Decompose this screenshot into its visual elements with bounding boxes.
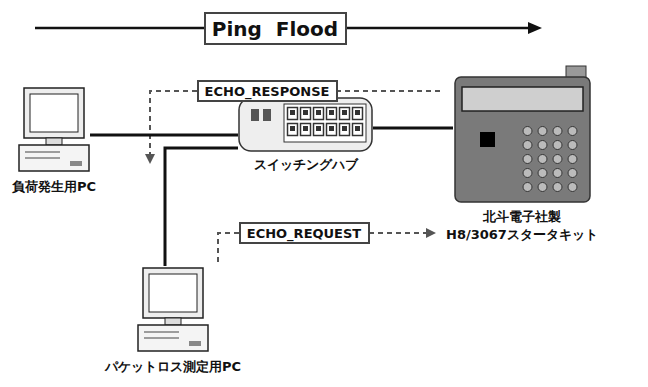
network-cable bbox=[90, 134, 238, 137]
message-box: ECHO_REQUEST bbox=[239, 222, 370, 244]
pc-icon bbox=[19, 88, 89, 171]
pc-icon bbox=[138, 268, 208, 351]
hub-node: スイッチングハブ bbox=[238, 97, 373, 152]
network-cable bbox=[165, 148, 238, 266]
network-cable bbox=[373, 127, 453, 130]
box-label: ECHO_REQUEST bbox=[247, 226, 361, 241]
device-label: パケットロス測定用PC bbox=[105, 358, 241, 376]
device-label: 負荷発生用PC bbox=[12, 178, 96, 196]
pc-node: 負荷発生用PC bbox=[18, 86, 90, 174]
pc-node: パケットロス測定用PC bbox=[137, 266, 209, 354]
box-label: ECHO_RESPONSE bbox=[205, 84, 330, 99]
board-device bbox=[455, 66, 590, 202]
message-box: ECHO_RESPONSE bbox=[197, 80, 338, 102]
device-label: 北斗電子社製 H8/3067スタータキット bbox=[435, 208, 610, 243]
box-label: Ping Flood bbox=[212, 17, 338, 41]
device-label: スイッチングハブ bbox=[254, 156, 358, 174]
device-node: 北斗電子社製 H8/3067スタータキット bbox=[453, 66, 591, 204]
hub-icon bbox=[239, 98, 372, 151]
flood-label-box: Ping Flood bbox=[204, 12, 347, 45]
